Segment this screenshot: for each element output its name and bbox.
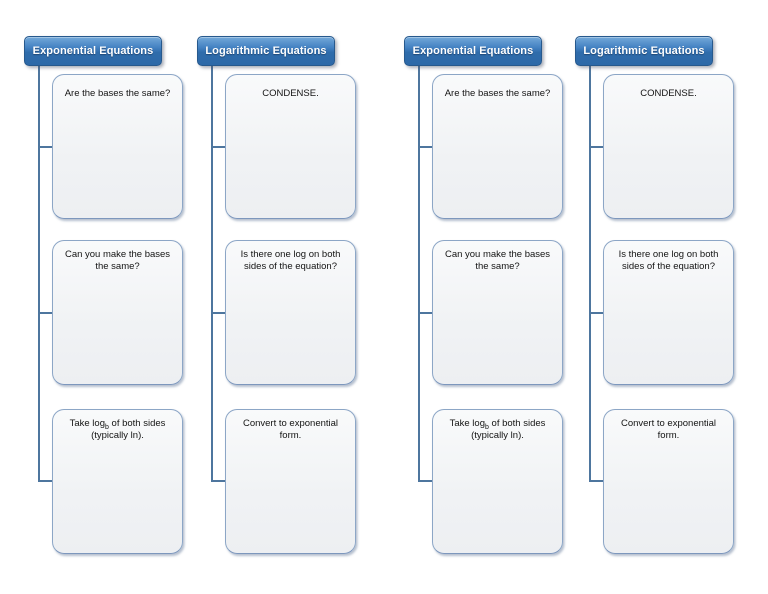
flow-step-text-pre: Take log (449, 418, 485, 429)
flow-step-text: Can you make the bases the same? (444, 249, 551, 273)
flow-step-text-post: of both sides (typically ln). (91, 418, 166, 442)
flow-step-box: Convert to exponential form. (225, 409, 356, 554)
log-base-subscript: b (104, 423, 109, 431)
flow-step-box: Is there one log on both sides of the eq… (603, 240, 734, 385)
connector-stub (212, 312, 225, 314)
connector-stub (419, 146, 432, 148)
connector-stub (212, 480, 225, 482)
connector-stub (590, 480, 603, 482)
connector-vertical-line (418, 65, 420, 482)
flow-step-text: Is there one log on both sides of the eq… (618, 249, 719, 273)
flow-step-box: Take logb of both sides (typically ln). (52, 409, 183, 554)
connector-vertical-line (589, 65, 591, 482)
flow-step-box: Is there one log on both sides of the eq… (225, 240, 356, 385)
flow-step-text: Convert to exponential form. (242, 418, 339, 442)
flow-step-text: Are the bases the same? (444, 88, 551, 99)
flow-step-text: Convert to exponential form. (620, 418, 717, 442)
flow-step-box: Can you make the bases the same? (52, 240, 183, 385)
flow-step-text: Are the bases the same? (64, 88, 171, 99)
flow-step-box: Are the bases the same? (52, 74, 183, 219)
flow-step-text-pre: Take log (69, 418, 105, 429)
connector-stub (419, 312, 432, 314)
flow-step-text: Take logb of both sides (typically ln). (62, 418, 173, 443)
flow-step-text: Can you make the bases the same? (64, 249, 171, 273)
column-header-label: Logarithmic Equations (205, 45, 327, 57)
connector-stub (419, 480, 432, 482)
flow-step-text-post: of both sides (typically ln). (471, 418, 546, 442)
column-header-exponential: Exponential Equations (24, 36, 162, 66)
column-header-logarithmic: Logarithmic Equations (197, 36, 335, 66)
flow-step-box: CONDENSE. (225, 74, 356, 219)
column-header-label: Exponential Equations (32, 45, 154, 57)
log-base-subscript: b (484, 423, 489, 431)
flow-column-logarithmic-2: Logarithmic Equations CONDENSE. Is there… (575, 0, 735, 594)
connector-vertical-line (38, 65, 40, 482)
flow-step-text: Take logb of both sides (typically ln). (442, 418, 553, 443)
flow-step-text: CONDENSE. (640, 88, 697, 99)
flow-column-exponential-1: Exponential Equations Are the bases the … (24, 0, 184, 594)
flow-column-logarithmic-1: Logarithmic Equations CONDENSE. Is there… (197, 0, 357, 594)
flow-step-text: Is there one log on both sides of the eq… (240, 249, 341, 273)
column-header-exponential: Exponential Equations (404, 36, 542, 66)
connector-stub (39, 480, 52, 482)
flow-step-box: Take logb of both sides (typically ln). (432, 409, 563, 554)
connector-vertical-line (211, 65, 213, 482)
flow-step-box: Convert to exponential form. (603, 409, 734, 554)
connector-stub (590, 146, 603, 148)
flow-step-box: CONDENSE. (603, 74, 734, 219)
column-header-label: Logarithmic Equations (583, 45, 705, 57)
flow-column-exponential-2: Exponential Equations Are the bases the … (404, 0, 564, 594)
flow-step-box: Can you make the bases the same? (432, 240, 563, 385)
connector-stub (590, 312, 603, 314)
flow-step-box: Are the bases the same? (432, 74, 563, 219)
column-header-label: Exponential Equations (412, 45, 534, 57)
column-header-logarithmic: Logarithmic Equations (575, 36, 713, 66)
connector-stub (39, 146, 52, 148)
connector-stub (212, 146, 225, 148)
connector-stub (39, 312, 52, 314)
flow-step-text: CONDENSE. (262, 88, 319, 99)
